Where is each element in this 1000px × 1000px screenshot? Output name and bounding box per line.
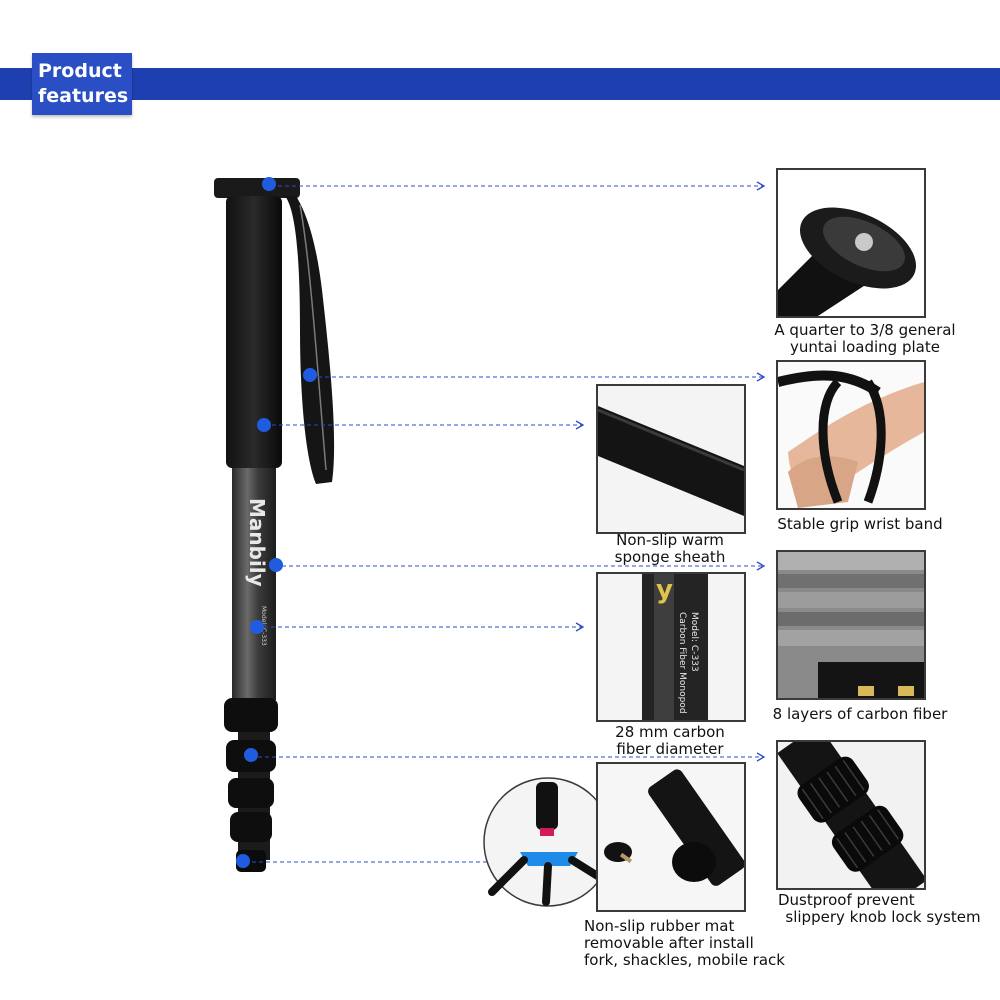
header-bar xyxy=(0,68,1000,100)
product-features-tab: Product features xyxy=(32,53,132,115)
dot-sponge xyxy=(257,418,271,432)
dot-foot xyxy=(236,854,250,868)
closeup-line-1: Carbon Fiber Monopod xyxy=(677,612,687,714)
caption-wrist: Stable grip wrist band xyxy=(777,515,943,533)
knob-4 xyxy=(230,812,272,842)
foam-grip xyxy=(226,196,282,468)
diameter-photo: y Carbon Fiber Monopod Model: C-333 xyxy=(596,572,746,722)
rubber-photo xyxy=(596,762,746,912)
caption-layers: 8 layers of carbon fiber xyxy=(772,705,948,723)
tripod-feet-inset xyxy=(483,777,613,907)
knob-1 xyxy=(224,698,278,732)
carbon-layers-photo xyxy=(776,550,926,700)
closeup-line-2: Model: C-333 xyxy=(689,612,699,672)
top-plate xyxy=(214,178,300,198)
header-line-1: Product xyxy=(38,60,122,82)
dot-plate xyxy=(262,177,276,191)
closeup-letter: y xyxy=(656,575,673,605)
feature-dots xyxy=(236,177,317,868)
wrist-strap xyxy=(285,196,335,484)
dot-strap xyxy=(303,368,317,382)
dot-knob xyxy=(244,748,258,762)
knob-photo xyxy=(776,740,926,890)
dot-diameter xyxy=(250,620,264,634)
brand-text: Manbily xyxy=(245,498,269,587)
header-line-2: features xyxy=(38,85,129,107)
wrist-photo xyxy=(776,360,926,510)
plate-photo xyxy=(776,168,926,318)
sponge-photo xyxy=(596,384,746,534)
dot-layers xyxy=(269,558,283,572)
knob-3 xyxy=(228,778,274,808)
carbon-tube xyxy=(232,468,276,700)
